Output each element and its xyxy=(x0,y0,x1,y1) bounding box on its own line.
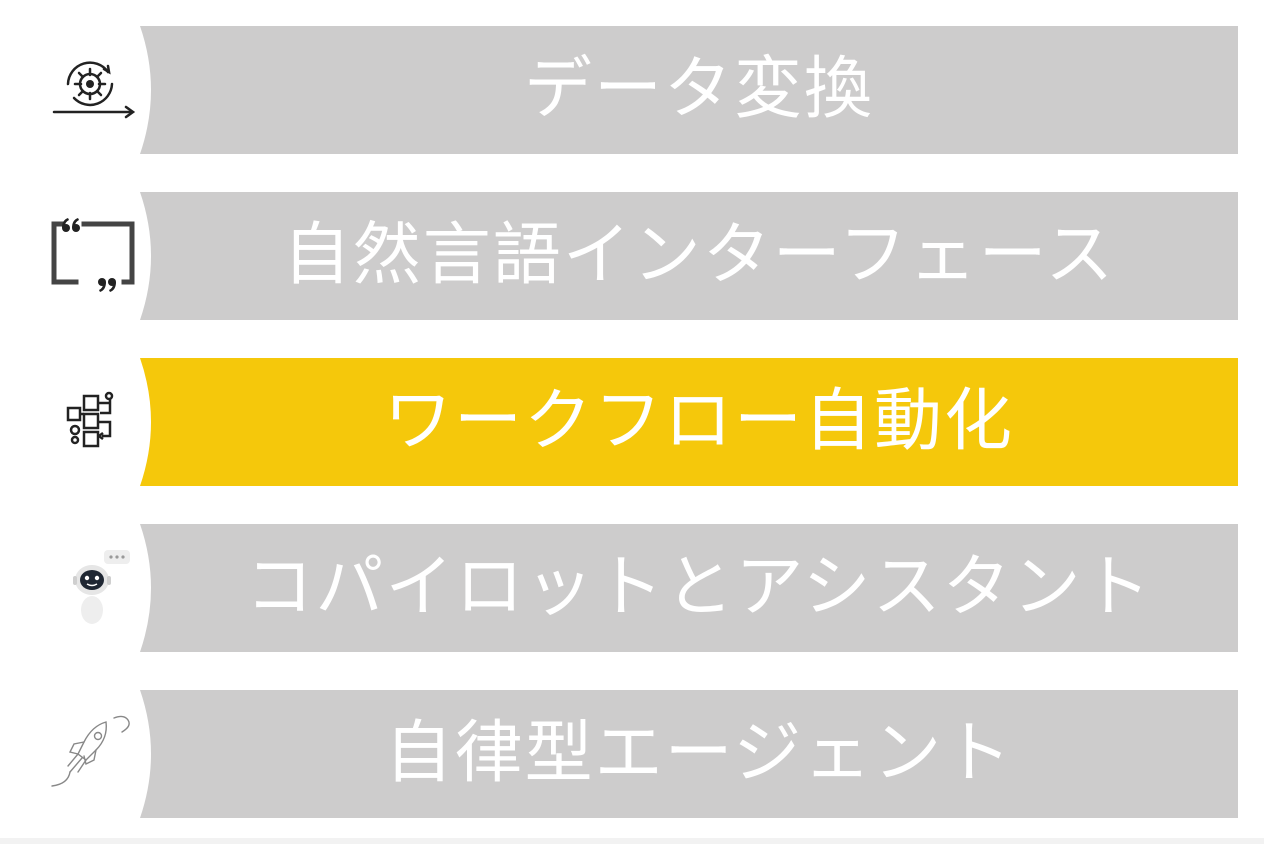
layer-label: データ変換 xyxy=(523,50,874,129)
quote-bracket-icon xyxy=(40,216,140,296)
robot-assistant-icon xyxy=(40,548,140,628)
layer-label: 自律型エージェント xyxy=(384,714,1014,793)
gear-cycle-icon xyxy=(40,50,140,130)
layer-banner: ワークフロー自動化 xyxy=(140,358,1238,486)
layer-label: コパイロットとアシスタント xyxy=(245,548,1153,627)
layer-row-copilot-assistant: コパイロットとアシスタント xyxy=(0,524,1264,652)
layer-row-natural-language-interface: 自然言語インターフェース xyxy=(0,192,1264,320)
layer-row-autonomous-agents: 自律型エージェント xyxy=(0,690,1264,818)
layer-banner: コパイロットとアシスタント xyxy=(140,524,1238,652)
layer-banner: 自律型エージェント xyxy=(140,690,1238,818)
layer-banner: 自然言語インターフェース xyxy=(140,192,1238,320)
rocket-icon xyxy=(40,714,140,794)
layer-label: ワークフロー自動化 xyxy=(383,382,1014,461)
layer-label: 自然言語インターフェース xyxy=(282,216,1116,295)
layer-banner: データ変換 xyxy=(140,26,1238,154)
layer-row-workflow-automation: ワークフロー自動化 xyxy=(0,358,1264,486)
workflow-blocks-icon xyxy=(40,382,140,462)
footer-divider xyxy=(0,838,1264,844)
layer-row-data-transformation: データ変換 xyxy=(0,26,1264,154)
